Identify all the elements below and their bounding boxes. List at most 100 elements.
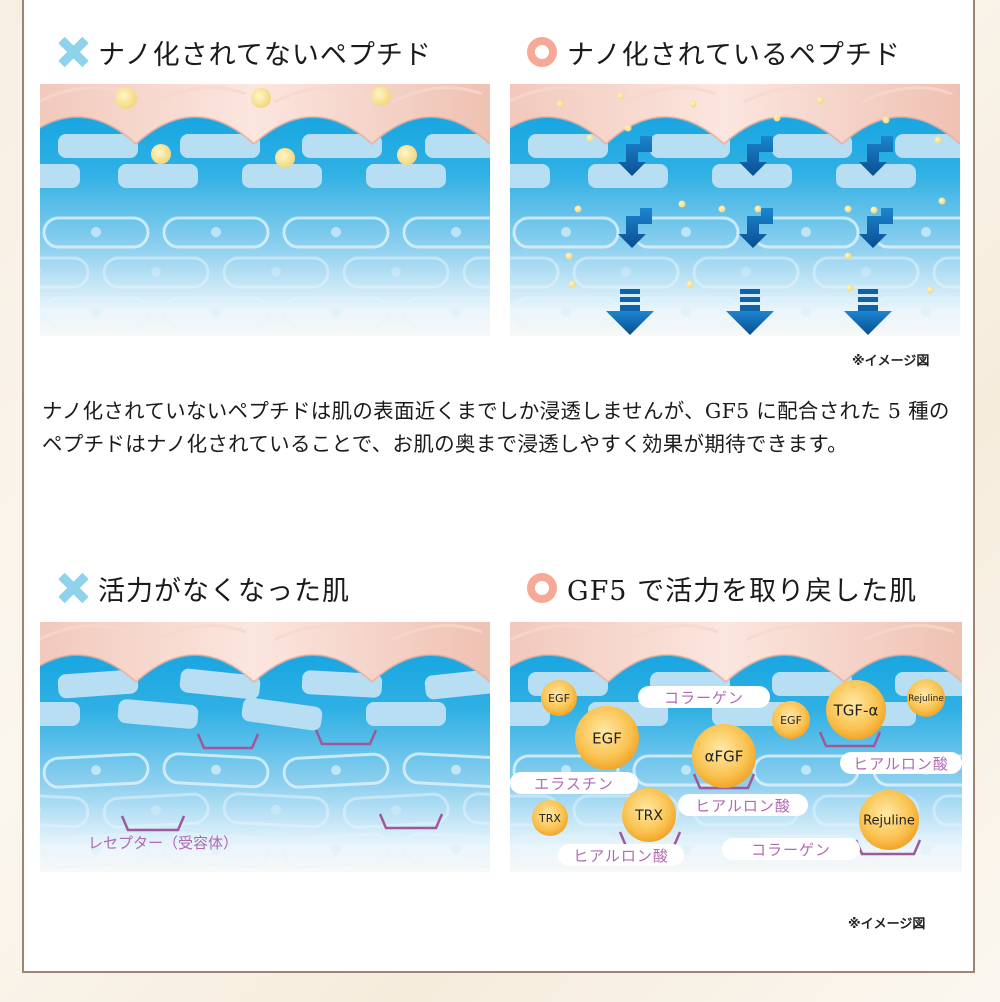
cell [58, 134, 138, 158]
cell [242, 164, 322, 188]
ingredient-tag: ヒアルロン酸 [678, 794, 808, 816]
cell [241, 697, 323, 731]
ingredient-label: エラスチン [534, 775, 614, 793]
circle-mark-icon [527, 37, 557, 67]
peptide-particle [586, 134, 594, 142]
cell [301, 670, 383, 698]
peptide-particle [568, 280, 576, 288]
peptide-particle [574, 205, 582, 213]
image-note: ※イメージ図 [852, 354, 930, 369]
cell [342, 792, 450, 829]
cell [118, 164, 198, 188]
cell [932, 794, 962, 827]
cell [162, 296, 270, 329]
cell [402, 832, 490, 869]
receptor-icon [120, 815, 186, 832]
ingredient-tag: ヒアルロン酸 [840, 752, 962, 774]
cell [162, 216, 270, 249]
cell [40, 164, 80, 188]
molecule-label: TRX [634, 808, 663, 824]
cell [528, 134, 608, 158]
cell [895, 134, 960, 158]
cell [812, 256, 920, 289]
molecule-label: TGF-α [833, 701, 879, 719]
deep-penetration-arrow-icon [844, 289, 892, 335]
peptide-particle [926, 286, 934, 294]
skin-surface [40, 622, 490, 682]
peptide-particle [275, 148, 295, 168]
peptide-particle [689, 100, 697, 108]
growth-factor-molecule: TRX [622, 788, 676, 842]
heading-text: ナノ化されているペプチド [567, 39, 901, 71]
cell [402, 216, 490, 249]
peptide-particle [565, 252, 573, 260]
receptor-icon [314, 729, 378, 746]
cell [282, 752, 390, 789]
cell [40, 702, 80, 726]
peptide-particle [678, 200, 686, 208]
cell [162, 752, 270, 789]
cell [282, 216, 390, 249]
peptide-particle [754, 205, 762, 213]
cell [222, 256, 330, 289]
peptide-particle [773, 114, 781, 122]
cell [42, 752, 150, 789]
growth-factor-molecule: EGF [772, 701, 810, 739]
penetration-arrow-icon [859, 208, 893, 248]
cell [462, 792, 490, 829]
cell [366, 702, 446, 726]
heading-tired-skin: 活力がなくなった肌 [58, 568, 350, 608]
peptide-particle [846, 284, 854, 292]
growth-factor-molecule: Rejuline [859, 790, 919, 850]
cell [712, 164, 792, 188]
cell [836, 164, 916, 188]
penetration-arrow-icon [739, 136, 773, 176]
molecule-label: αFGF [705, 747, 744, 765]
cell [302, 134, 382, 158]
cell [772, 134, 852, 158]
cell [932, 256, 960, 289]
skin-surface [510, 622, 962, 682]
peptide-particle [844, 252, 852, 260]
cell [650, 134, 730, 158]
cell [222, 792, 330, 829]
receptor-icon [378, 813, 444, 830]
ingredient-label: ヒアルロン酸 [573, 847, 669, 865]
molecule-label: EGF [592, 729, 622, 747]
illustration-tired-skin: レセプター（受容体） [40, 622, 490, 872]
peptide-particle [686, 280, 694, 288]
ingredient-tag: ヒアルロン酸 [558, 844, 684, 866]
heading-non-nano-peptide: ナノ化されてないペプチド [58, 32, 432, 72]
cell [872, 834, 962, 867]
penetration-arrow-icon [859, 136, 893, 176]
deep-penetration-arrow-icon [606, 289, 654, 335]
cell [40, 792, 90, 829]
cross-mark-icon [58, 37, 88, 67]
illustration-non-nano-skin [40, 84, 490, 336]
peptide-particle [938, 197, 946, 205]
ingredient-label: コラーゲン [664, 689, 744, 707]
cell [162, 832, 270, 869]
peptide-particle [251, 88, 271, 108]
peptide-particle [882, 116, 890, 124]
description-text: ナノ化されていないペプチドは肌の表面近くまでしか浸透しませんが、GF5 に配合さ… [42, 399, 950, 456]
cell [180, 134, 260, 158]
cell [102, 256, 210, 289]
cell [40, 256, 90, 289]
growth-factor-molecule: Rejuline [907, 679, 945, 717]
cell [282, 296, 390, 329]
cell [179, 668, 261, 700]
penetration-arrow-icon [618, 136, 652, 176]
deep-penetration-arrow-icon [726, 289, 774, 335]
growth-factor-molecule: TGF-α [826, 680, 886, 740]
molecule-label: Rejuline [863, 814, 915, 829]
cell [512, 216, 620, 249]
peptide-particle [151, 144, 171, 164]
image-note: ※イメージ図 [848, 917, 926, 932]
growth-factor-molecule: EGF [541, 680, 577, 716]
peptide-particle [556, 100, 564, 108]
growth-factor-molecule: αFGF [692, 724, 756, 788]
cell [510, 256, 560, 289]
ingredient-label: ヒアルロン酸 [695, 797, 791, 815]
